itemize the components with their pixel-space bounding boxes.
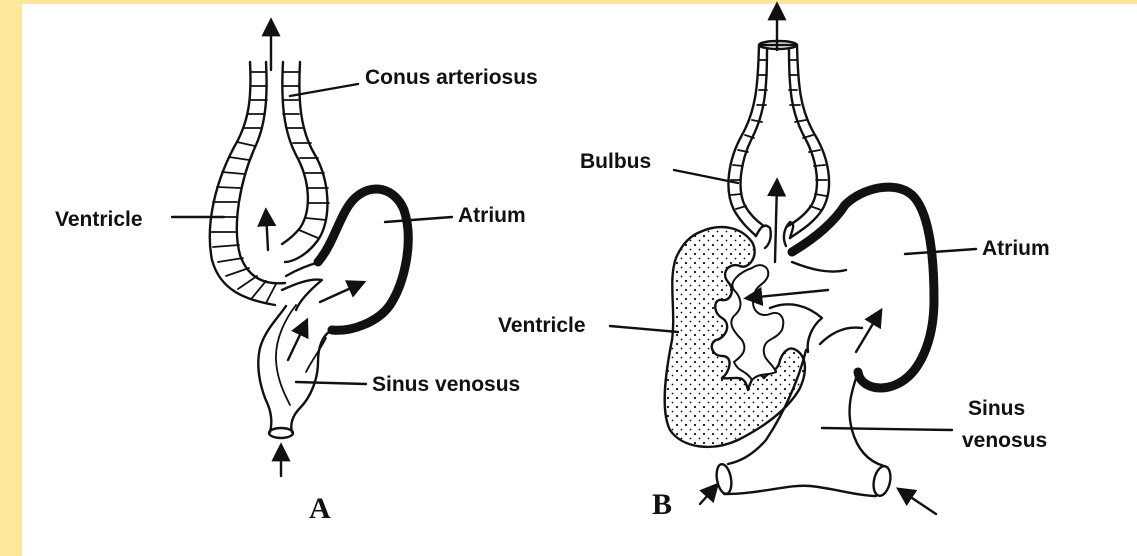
figure-b-sinus-left-opening [715, 463, 734, 495]
figure-b-heart [610, 6, 976, 514]
figure-a-ventricle-flow-arrow [266, 212, 268, 250]
figure-b-bulbus-label: Bulbus [580, 150, 651, 173]
figure-b-bulbus-wall-outer [728, 45, 829, 238]
figure-b-bulbus-hatching [731, 60, 827, 210]
figure-a-atrium-label: Atrium [458, 204, 526, 227]
figure-a-ventricle-label: Ventricle [55, 208, 143, 231]
figure-a-sinus-wall-left [258, 306, 286, 432]
figure-a-atrium-wall [318, 189, 408, 330]
figure-b-bulbus-valve-right [784, 222, 793, 246]
figure-b-atrium-flow-arrow [748, 290, 828, 298]
figure-b-bulbus-flow-arrow [775, 182, 777, 262]
figure-a-sinus-opening [269, 428, 293, 438]
figure-a-atrium-valve [282, 280, 322, 310]
figure-b-inflow-arrow-right [900, 490, 936, 514]
figure-b-atrium-leader [905, 249, 976, 254]
figure-b-sinus-leader [822, 428, 952, 430]
figure-a-conus-wall-inner [282, 62, 308, 244]
figure-b-atrium-wall [792, 187, 934, 388]
figure-b-inflow-arrow-left [700, 486, 716, 504]
figure-b-sinus-label-line2: venosus [962, 429, 1047, 452]
figure-b-ventricle-leader [610, 326, 678, 332]
figure-a-letter: A [309, 492, 331, 525]
figure-a-ventricle-wall-inner [237, 62, 285, 283]
figure-b-ventricle-cavity [731, 265, 783, 380]
figure-b-ventricle-spongy-wall [665, 227, 805, 447]
figure-a-sinus-leader [296, 382, 366, 384]
figure-b-sinus-valve [820, 328, 862, 344]
figure-b-letter: B [652, 488, 672, 521]
figure-b-atrium-inner [792, 262, 846, 272]
figure-a-sinus-inner [276, 305, 296, 405]
figure-b-sinus-label-line1: Sinus [968, 397, 1025, 420]
figure-a-sinus-flow-arrow [288, 322, 306, 360]
figure-b-ventricle-label: Ventricle [498, 314, 586, 337]
figure-a-atrium-flow-arrow [320, 283, 362, 302]
figure-b-atrium-label: Atrium [982, 237, 1050, 260]
figure-a-heart [172, 22, 452, 476]
figure-b-sinus-right-opening [871, 465, 893, 498]
figure-a-conus-label: Conus arteriosus [365, 66, 538, 89]
figure-a-sinus-inner-right [306, 338, 326, 372]
figure-b-sinus-bottom [724, 486, 876, 496]
figure-a-sinus-label: Sinus venosus [372, 373, 520, 396]
figure-b-sinus-flow-arrow [856, 312, 880, 352]
figure-a-atrium-inner [286, 262, 320, 276]
figure-b-bulbus-valve-left [756, 226, 771, 248]
figure-a-atrium-leader [385, 217, 452, 222]
